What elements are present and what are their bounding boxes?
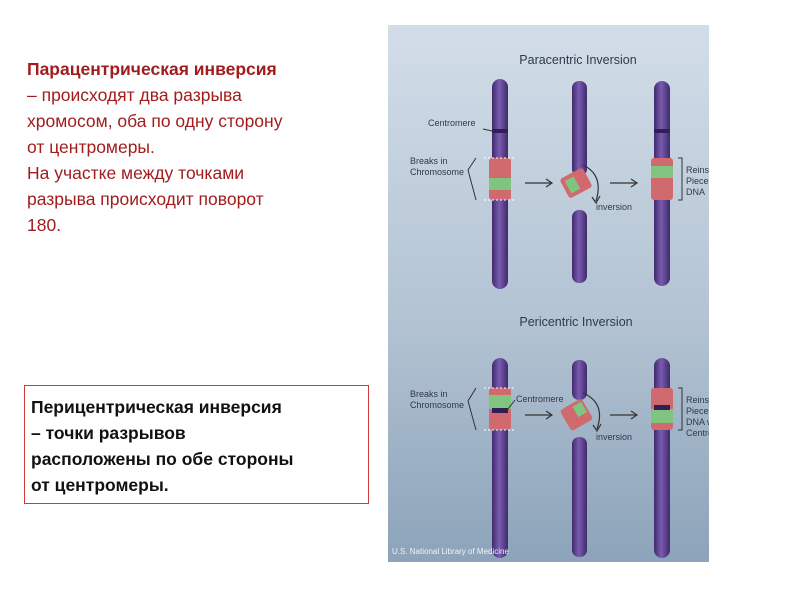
chromosome-result (651, 358, 683, 558)
chromosome-inversion-figure: Paracentric Inversion Centromere Breaks … (388, 25, 709, 562)
label-reinserted-bottom-4: Centromere (686, 428, 709, 438)
paracentric-description: Парацентрическая инверсия – происходят д… (27, 56, 367, 238)
breaks-bracket-bottom (467, 387, 477, 431)
paracentric-line: – происходят два разрыва (27, 85, 242, 105)
paracentric-line: На участке между точками (27, 163, 245, 183)
chromosome-inverting (560, 81, 601, 283)
label-breaks-bottom-2: Chromosome (410, 400, 464, 410)
arrow-icon (610, 178, 639, 188)
label-breaks-bottom-1: Breaks in (410, 389, 448, 399)
label-inversion-bottom: inversion (596, 432, 632, 442)
paracentric-heading: Paracentric Inversion (519, 53, 636, 67)
pericentric-heading: Pericentric Inversion (519, 315, 632, 329)
label-reinserted-bottom-1: Reinserted (686, 395, 709, 405)
paracentric-title: Парацентрическая инверсия (27, 59, 277, 79)
chromosome-original (484, 358, 516, 558)
centromere-pointer (507, 399, 516, 410)
paracentric-line: разрыва происходит поворот (27, 189, 264, 209)
label-breaks-top-2: Chromosome (410, 167, 464, 177)
breaks-bracket-top (467, 157, 477, 201)
paracentric-line: 180. (27, 215, 62, 235)
arrow-icon (525, 178, 554, 188)
label-inversion-top: inversion (596, 202, 632, 212)
credit-text: U.S. National Library of Medicine (392, 547, 509, 556)
label-centromere-bottom: Centromere (516, 394, 564, 404)
label-breaks-top-1: Breaks in (410, 156, 448, 166)
label-reinserted-top-1: Reinserted (686, 165, 709, 175)
chromosome-inverting (560, 360, 602, 557)
pericentric-line: расположены по обе стороны (31, 449, 294, 469)
paracentric-line: хромосом, оба по одну сторону (27, 111, 283, 131)
pericentric-line: – точки разрывов (31, 423, 186, 443)
label-reinserted-bottom-3: DNA with (686, 417, 709, 427)
pericentric-description-box: Перицентрическая инверсия – точки разрыв… (24, 385, 369, 504)
pericentric-line: Перицентрическая инверсия (31, 397, 282, 417)
label-reinserted-bottom-2: Piece of (686, 406, 709, 416)
arrow-icon (610, 410, 639, 420)
paracentric-line: от центромеры. (27, 137, 155, 157)
label-centromere-top: Centromere (428, 118, 476, 128)
label-reinserted-top-2: Piece of (686, 176, 709, 186)
label-reinserted-top-3: DNA (686, 187, 705, 197)
centromere-pointer (482, 128, 493, 132)
chromosome-original (484, 79, 516, 289)
chromosome-result (651, 81, 683, 286)
arrow-icon (525, 410, 554, 420)
pericentric-line: от центромеры. (31, 475, 169, 495)
